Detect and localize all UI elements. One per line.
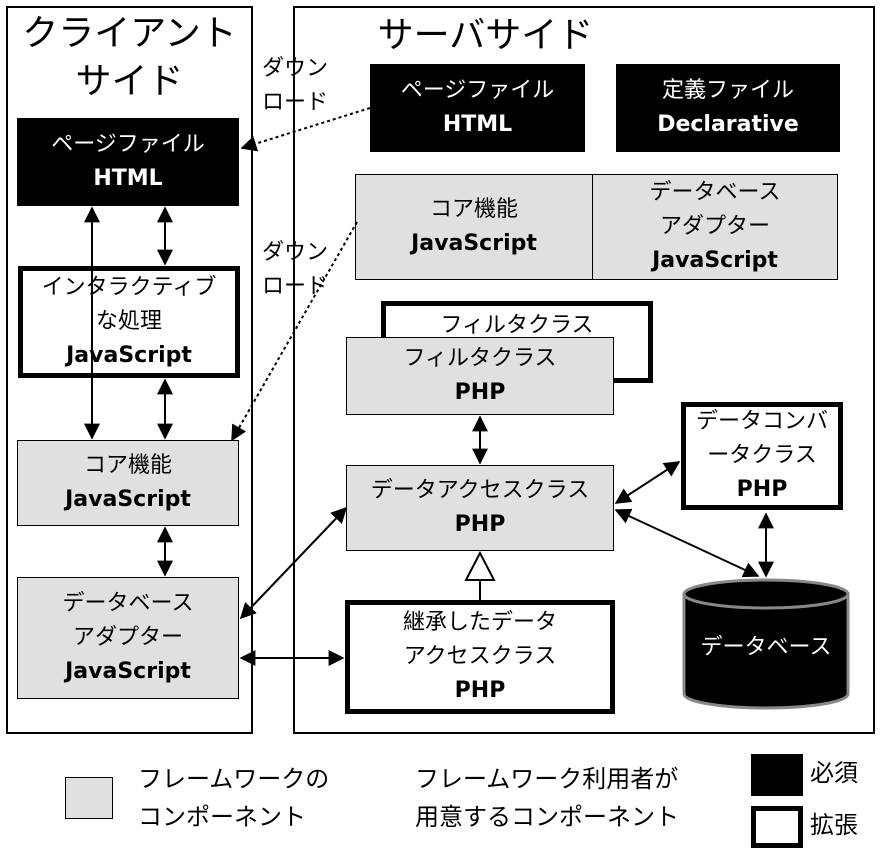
server-side-title: サーバサイド bbox=[377, 15, 594, 56]
legend-user-label: フレームワーク利用者が 用意するコンポーネント bbox=[415, 765, 679, 831]
definition-file: 定義ファイル Declarative bbox=[616, 64, 840, 152]
server-side-panel bbox=[293, 6, 875, 734]
database-label: データベース bbox=[700, 635, 832, 660]
filter-class: フィルタクラス PHP bbox=[346, 337, 614, 415]
download-label-top: ダウン ロード bbox=[262, 56, 329, 115]
interactive-processing: インタラクティブ な処理 JavaScript bbox=[18, 266, 240, 378]
legend-extension-label: 拡張 bbox=[810, 811, 858, 839]
client-side-panel bbox=[6, 6, 253, 734]
legend-framework-label: フレームワークの コンポーネント bbox=[138, 765, 330, 831]
client-side-title: クライアント サイド bbox=[22, 13, 237, 102]
data-access-class: データアクセスクラス PHP bbox=[346, 465, 614, 551]
client-core-module: コア機能 JavaScript bbox=[17, 440, 239, 526]
database-cylinder-icon bbox=[682, 578, 850, 710]
arrow-data-access-to-converter bbox=[614, 461, 681, 504]
legend-extension-swatch bbox=[751, 806, 803, 848]
server-page-file: ページファイル HTML bbox=[370, 64, 585, 152]
inheritance-triangle bbox=[464, 550, 496, 581]
arrow-data-access-to-database bbox=[614, 508, 760, 578]
inherited-data-access-class: 継承したデータ アクセスクラス PHP bbox=[345, 600, 615, 714]
download-arrow-page-file bbox=[240, 107, 371, 152]
arrow-adapter-to-data-access bbox=[239, 506, 348, 620]
client-page-file: ページファイル HTML bbox=[17, 118, 239, 206]
server-core-module: コア機能 JavaScript bbox=[355, 174, 593, 280]
data-converter-class: データコンバ ータクラス PHP bbox=[681, 402, 843, 510]
download-arrow-core bbox=[231, 221, 358, 442]
client-db-adapter: データベース アダプター JavaScript bbox=[17, 577, 239, 699]
legend-required-swatch bbox=[751, 754, 803, 796]
legend-required-label: 必須 bbox=[810, 759, 858, 787]
server-db-adapter: データベース アダプター JavaScript bbox=[592, 174, 838, 280]
download-label-bottom: ダウン ロード bbox=[262, 240, 329, 299]
legend-framework-swatch bbox=[65, 777, 113, 819]
